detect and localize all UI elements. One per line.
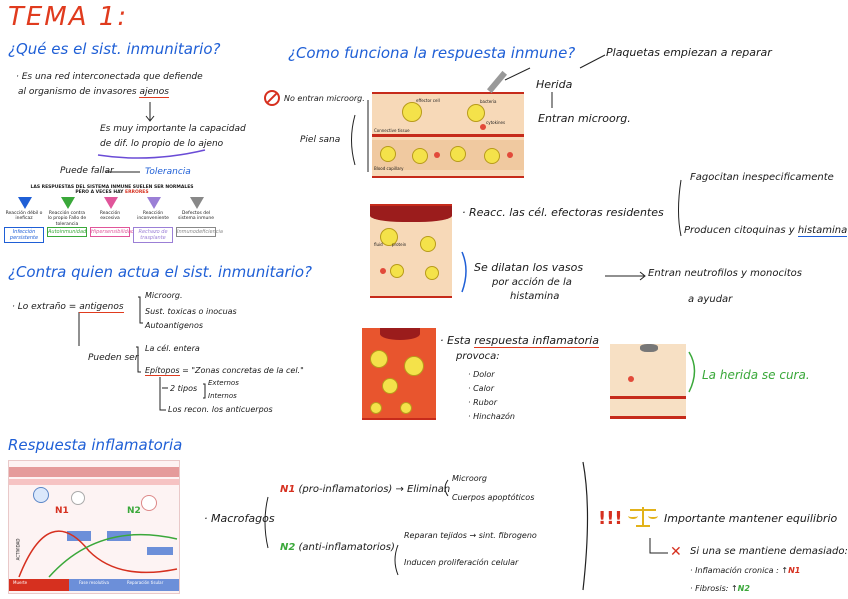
alert-marks: !!! xyxy=(598,508,623,529)
sign-pain: · Dolor xyxy=(468,370,495,380)
strange-line: · Lo extraño = antigenos xyxy=(12,302,124,313)
no-entry-icon xyxy=(264,90,280,106)
wound-label: Herida xyxy=(536,78,572,92)
type-internal: Internos xyxy=(208,392,237,400)
antigen-item-2: Autoantigenos xyxy=(145,321,203,331)
whole-cell: La cél. entera xyxy=(145,344,200,354)
section2-question: ¿Contra quien actua el sist. inmunitario… xyxy=(8,263,312,281)
n2-item-0: Reparan tejidos → sint. fibrogeno xyxy=(404,531,537,541)
healthy-skin: Piel sana xyxy=(300,135,340,146)
chronic-inflammation: · Inflamación cronica : ↑N1 xyxy=(690,566,800,576)
n1-item-1: Cuerpos apoptóticos xyxy=(452,493,534,503)
balance-scale-icon xyxy=(630,505,656,527)
n2-line: N2 (anti-inflamatorios) xyxy=(280,542,395,555)
phagocytose: Fagocitan inespecificamente xyxy=(690,172,834,185)
platelets-repair: Plaquetas empiezan a reparar xyxy=(606,46,772,60)
vessels-dilate: Se dilatan los vasos xyxy=(474,261,583,275)
down-arrow-icon xyxy=(147,197,161,209)
figure1-col-tag: Inmunodeficiencia xyxy=(176,227,216,237)
neutrophils-enter: Entran neutrofilos y monocitos xyxy=(648,268,802,281)
no-microbes-enter: No entran microorg. xyxy=(284,94,365,104)
section3-question: ¿Como funciona la respuesta inmune? xyxy=(288,44,575,62)
down-arrow-icon xyxy=(190,197,204,209)
healthy-tissue-illustration: effector cell bacteria cytokines Connect… xyxy=(372,92,524,178)
figure1-col-label: Reacción contra lo propio Fallo de toler… xyxy=(47,211,87,227)
wound-heals: La herida se cura. xyxy=(702,368,810,383)
healed-tissue-illustration xyxy=(610,344,686,419)
figure1-col-label: Reacción débil o ineficaz xyxy=(4,211,44,222)
vessels-dilate-2: por acción de la xyxy=(492,277,572,290)
inflammation-illustration: fluid protein xyxy=(370,204,452,298)
figure1-col-tag: Infección persistente xyxy=(4,227,44,243)
figure1-col-label: Reacción excesiva xyxy=(90,211,130,222)
inflammatory-response-diagram: N1 N2 Muerte Fase resolutiva Reparación … xyxy=(8,460,180,594)
macrophages: · Macrofagos xyxy=(204,512,275,526)
figure1-col: Reacción contra lo propio Fallo de toler… xyxy=(47,197,87,247)
n1-line: N1 (pro-inflamatorios) → Eliminan xyxy=(280,484,450,497)
neutrophils-help: a ayudar xyxy=(688,294,732,307)
down-arrow-icon xyxy=(61,197,75,209)
n1-item-0: Microorg xyxy=(452,474,487,484)
antigen-item-0: Microorg. xyxy=(145,291,183,301)
microbes-enter: Entran microorg. xyxy=(538,112,631,126)
inflamed-tissue-illustration xyxy=(362,328,436,420)
antigen-item-1: Sust. toxicas o inocuas xyxy=(145,307,237,317)
cross-icon: ✕ xyxy=(670,544,682,560)
fibrosis: · Fibrosis: ↑N2 xyxy=(690,584,750,594)
can-be: Pueden ser xyxy=(88,353,138,364)
two-types: 2 tipos xyxy=(170,384,197,394)
this-response: · Esta respuesta inflamatoria xyxy=(440,334,599,348)
figure1-col-tag: Hipersensibilidad xyxy=(90,227,130,237)
cytokines-histamine: Producen citoquinas y histamina xyxy=(684,225,847,238)
figure1-col-tag: Autoinmunidad xyxy=(47,227,87,237)
sign-redness: · Rubor xyxy=(468,398,497,408)
vessels-dilate-3: histamina xyxy=(510,291,559,304)
figure1-col-tag: Rechazo de trasplante xyxy=(133,227,173,243)
down-arrow-icon xyxy=(104,197,118,209)
down-arrow-icon xyxy=(18,197,32,209)
provokes: provoca: xyxy=(456,351,500,364)
n2-item-1: Inducen proliferación celular xyxy=(404,558,518,568)
figure1-col-label: Defectos del sistema inmune xyxy=(176,211,216,222)
sign-swelling: · Hinchazón xyxy=(468,412,515,422)
immune-errors-figure: LAS RESPUESTAS DEL SISTEMA INMUNE SUELEN… xyxy=(4,185,218,247)
keep-balance: Importante mantener equilibrio xyxy=(664,512,837,526)
figure1-col-label: Reacción inconveniente xyxy=(133,211,173,222)
recognized-by-antibodies: Los recon. los anticuerpos xyxy=(168,405,273,415)
section4-title: Respuesta inflamatoria xyxy=(8,436,182,454)
figure1-header: LAS RESPUESTAS DEL SISTEMA INMUNE SUELEN… xyxy=(22,185,202,195)
sign-heat: · Calor xyxy=(468,384,494,394)
resident-cells-react: · Reacc. las cél. efectoras residentes xyxy=(462,206,664,220)
type-external: Externos xyxy=(208,379,239,387)
if-not: Si una se mantiene demasiado: xyxy=(690,546,848,559)
epitopes-line: Epítopos = "Zonas concretas de la cel." xyxy=(145,366,304,376)
